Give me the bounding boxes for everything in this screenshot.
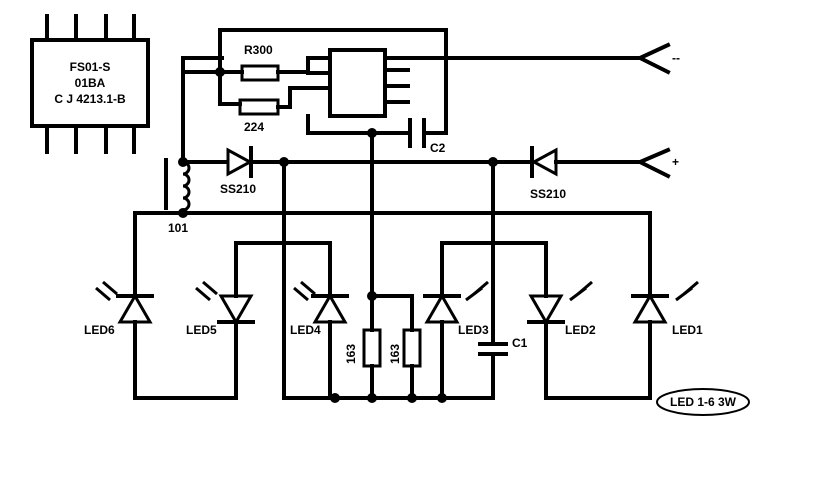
label-ss210-left: SS210 [220,182,256,196]
ic-label-line2: 01BA [75,76,106,90]
label-ss210-right: SS210 [530,187,566,201]
resistor-224 [238,98,280,116]
ic-label-line1: FS01-S [70,60,111,74]
main-rail: SS210 SS210 -- + [181,42,680,201]
label-c1: C1 [512,336,528,350]
diode-ss210-right [530,147,558,177]
resistor-163-b [402,328,422,368]
ic-package: FS01-S 01BA C J 4213.1-B [30,14,150,154]
diode-ss210-left [226,147,254,177]
resistor-163-a [362,328,382,368]
label-led1: LED1 [672,323,703,337]
label-led6: LED6 [84,323,115,337]
resistor-r300 [240,64,280,82]
label-led-note: LED 1-6 3W [670,395,737,409]
led1 [632,292,668,324]
led5 [218,294,254,326]
inductor-101: 101 [164,157,191,235]
ic-label-line3: C J 4213.1-B [54,92,126,106]
label-224: 224 [244,120,264,134]
led-string: LED6 LED5 LED4 LED3 [84,131,703,403]
label-plus: + [672,155,679,169]
label-minus: -- [672,51,680,65]
label-resistor-163-a: 163 [344,344,358,364]
minus-terminal [635,42,671,75]
led3 [424,292,460,324]
label-c2: C2 [430,141,446,155]
led6 [117,292,153,324]
label-led2: LED2 [565,323,596,337]
led-note: LED 1-6 3W [656,388,750,416]
label-led3: LED3 [458,323,489,337]
label-resistor-163-b: 163 [388,344,402,364]
label-led4: LED4 [290,323,321,337]
led4 [312,292,348,324]
control-ic [328,48,387,118]
label-led5: LED5 [186,323,217,337]
plus-terminal [635,147,671,179]
label-inductor: 101 [168,221,188,235]
label-r300: R300 [244,43,273,57]
control-ic-section: R300 224 C2 [181,28,642,162]
led2 [528,294,564,326]
